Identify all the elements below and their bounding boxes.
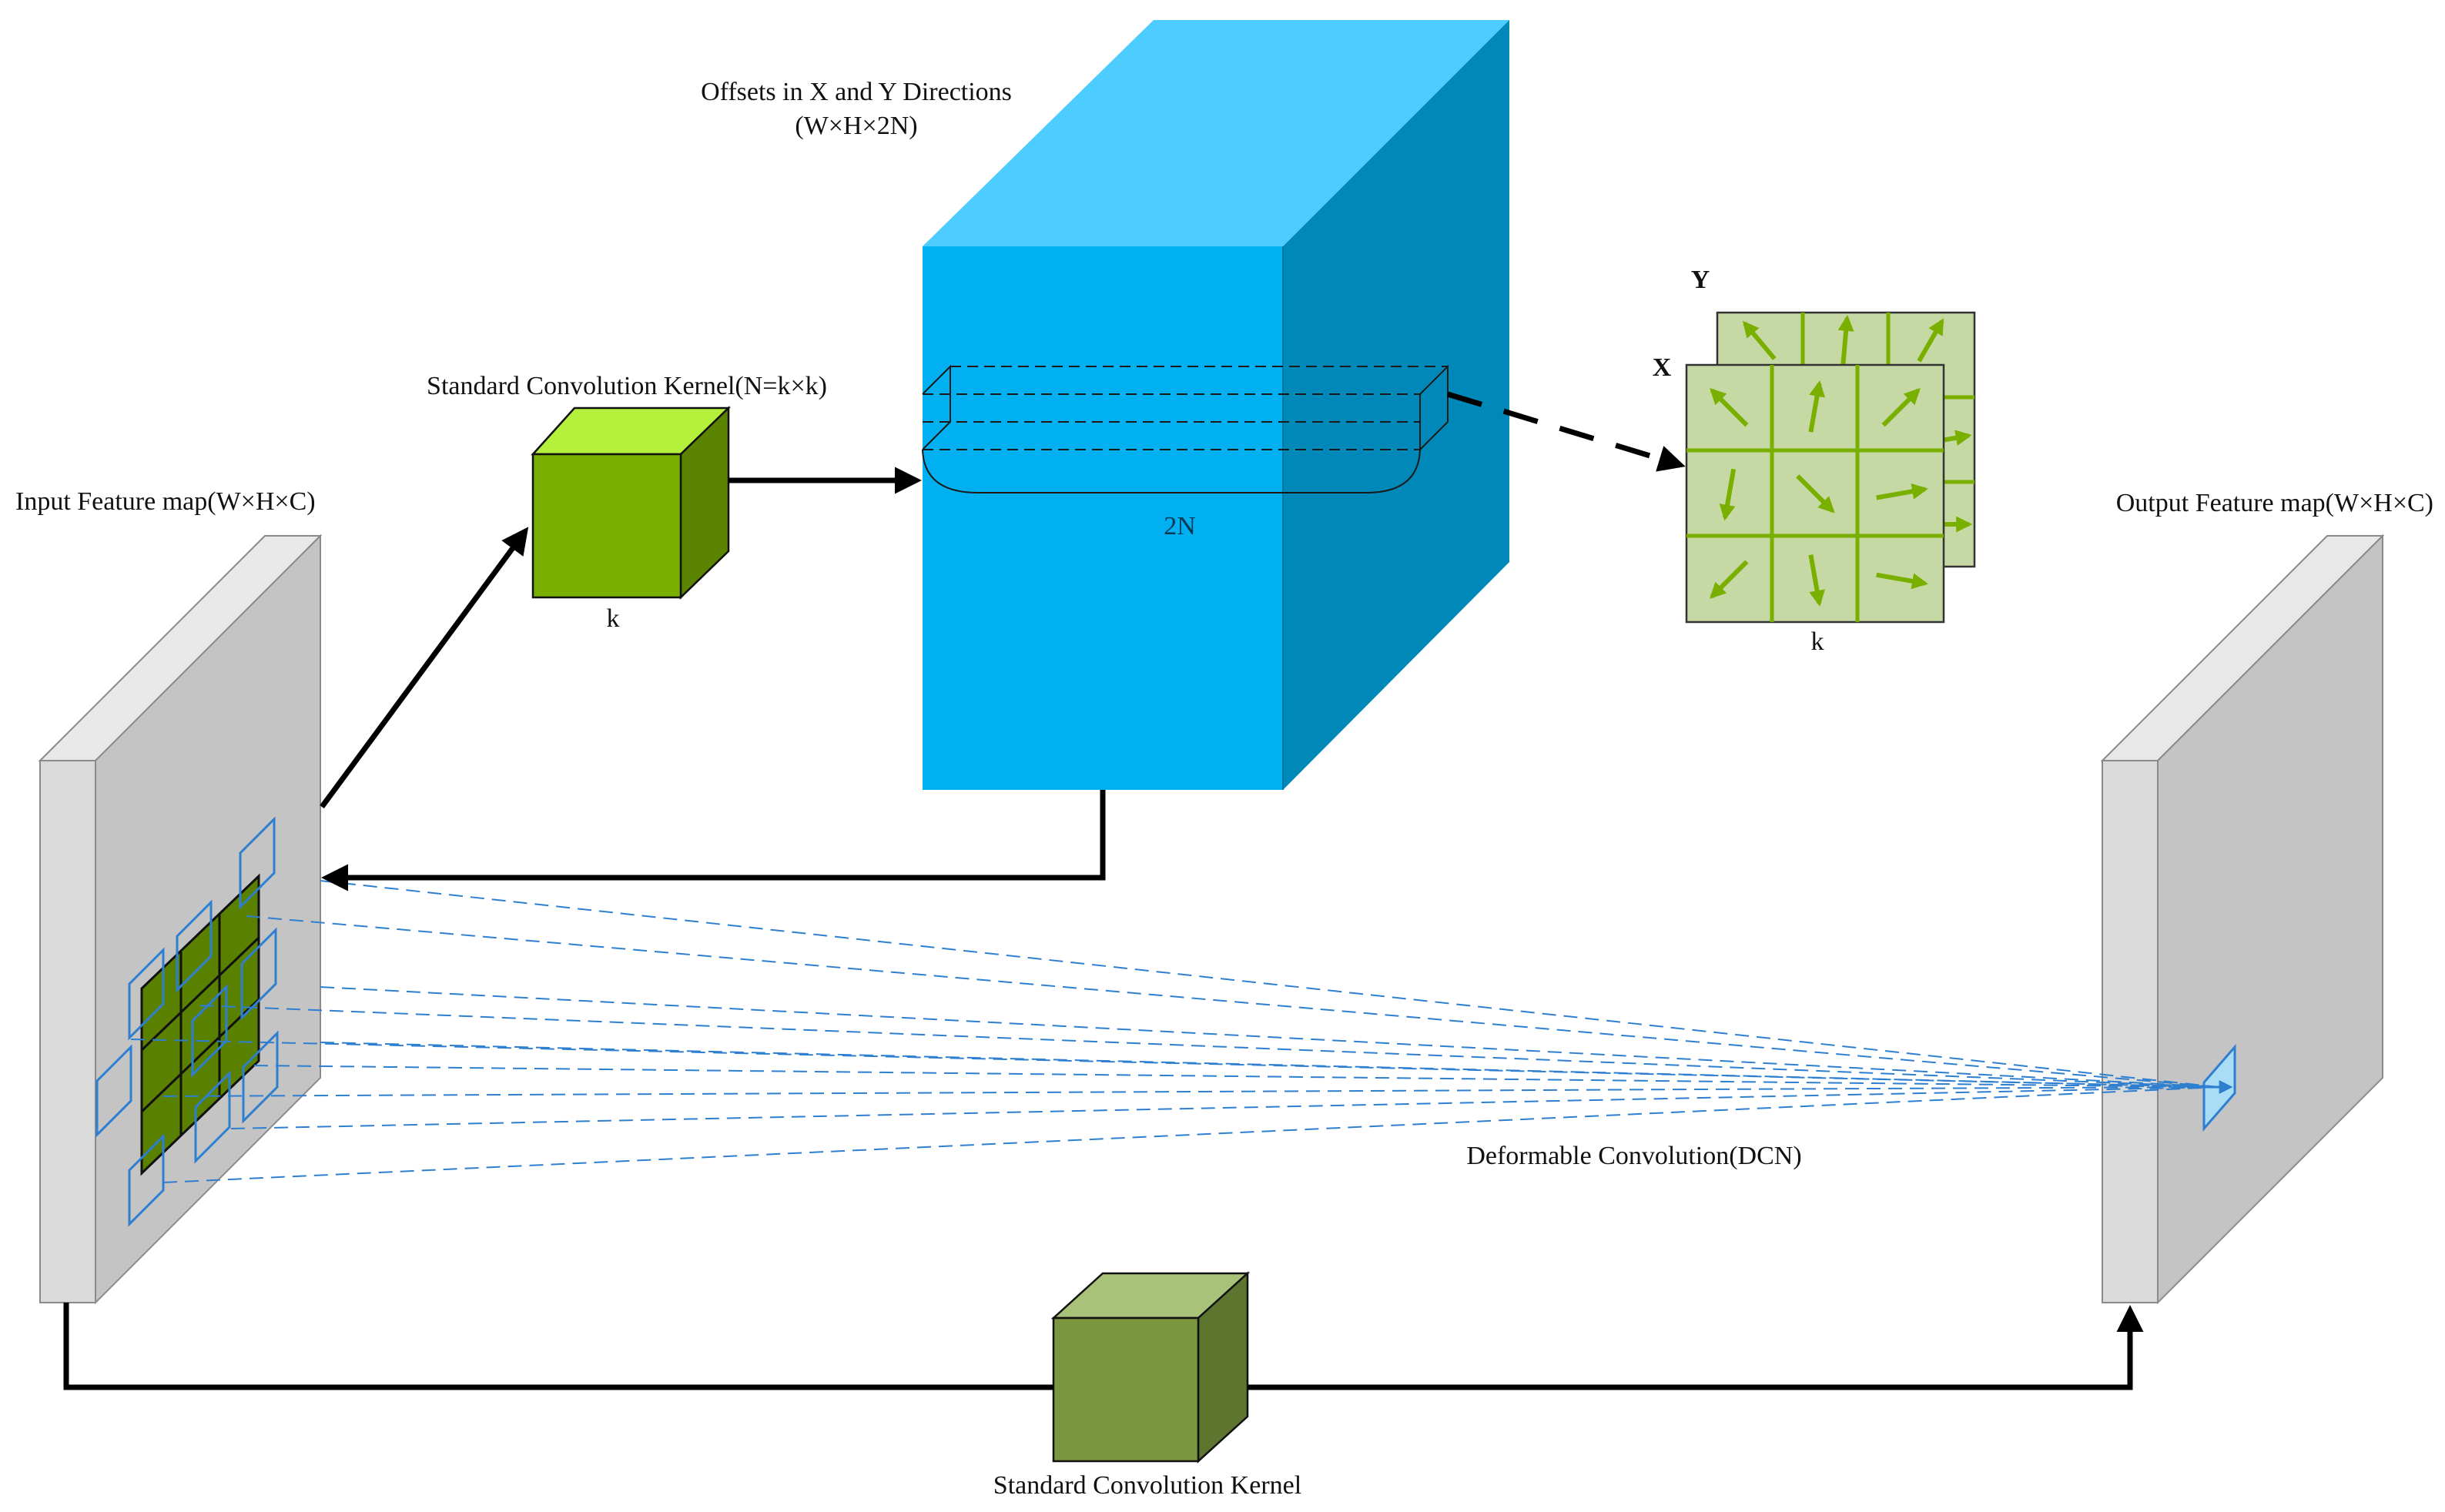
connector-arrows (63, 391, 2144, 1390)
deformed-sampling-points (95, 816, 279, 1227)
grid-y-label: Y (1691, 266, 1710, 294)
offset-arrow (1876, 572, 1928, 590)
arrow-bottom-kernel-to-output (1248, 1305, 2144, 1390)
offset-arrow (1837, 314, 1854, 365)
offsets-title: Offsets in X and Y Directions (701, 78, 1012, 106)
dcn-label: Deformable Convolution(DCN) (1466, 1142, 1801, 1170)
arrow-offsets-to-input (321, 790, 1106, 891)
input-sampling-patch (140, 873, 260, 1176)
standard-kernel-bottom-label: Standard Convolution Kernel (993, 1471, 1301, 1500)
kernel-k-label: k (607, 604, 620, 633)
standard-kernel-top-label: Standard Convolution Kernel(N=k×k) (427, 372, 827, 400)
output-feature-map (2100, 534, 2385, 1305)
dcn-projection-lines (130, 880, 2219, 1183)
input-map-side (39, 760, 96, 1303)
offsets-dims: (W×H×2N) (795, 112, 917, 140)
offset-arrow (1881, 388, 1921, 427)
arrow-offsets-to-grid (1446, 391, 1686, 472)
arrow-input-to-bottom-kernel (63, 1303, 1053, 1390)
kernel-front-face (531, 453, 682, 599)
input-map-label: Input Feature map(W×H×C) (15, 487, 316, 516)
output-map-front (2157, 534, 2383, 1305)
offsets-block-side (1283, 20, 1509, 790)
arrow-input-to-kernel (320, 527, 529, 809)
offsets-block-top (923, 20, 1509, 246)
output-map-label: Output Feature map(W×H×C) (2116, 489, 2433, 517)
offset-arrow (1719, 468, 1737, 521)
output-map-side (2102, 760, 2159, 1303)
offset-arrow (1808, 554, 1825, 607)
bottom-kernel-cube (1050, 1271, 1251, 1463)
standard-kernel-cube (531, 406, 732, 600)
front-grid-arrows (1710, 380, 1928, 607)
offset-arrow (1917, 318, 1944, 363)
offset-arrow (1796, 474, 1835, 513)
offsets-block: 2N (922, 20, 1509, 790)
offset-arrow (1710, 560, 1749, 599)
offset-arrow (1876, 483, 1928, 500)
two-n-label: 2N (1164, 512, 1196, 540)
input-feature-map (38, 534, 323, 1305)
bottom-kernel-front-face (1052, 1316, 1200, 1463)
grid-k-label: k (1811, 627, 1824, 656)
offsets-block-front (923, 246, 1283, 790)
offset-arrow (1808, 380, 1825, 433)
offset-arrow (1710, 388, 1749, 427)
offset-slab (922, 364, 1449, 493)
offset-field-front-grid (1685, 363, 1945, 624)
grid-x-label: X (1653, 353, 1672, 382)
offset-arrow (1743, 320, 1777, 360)
